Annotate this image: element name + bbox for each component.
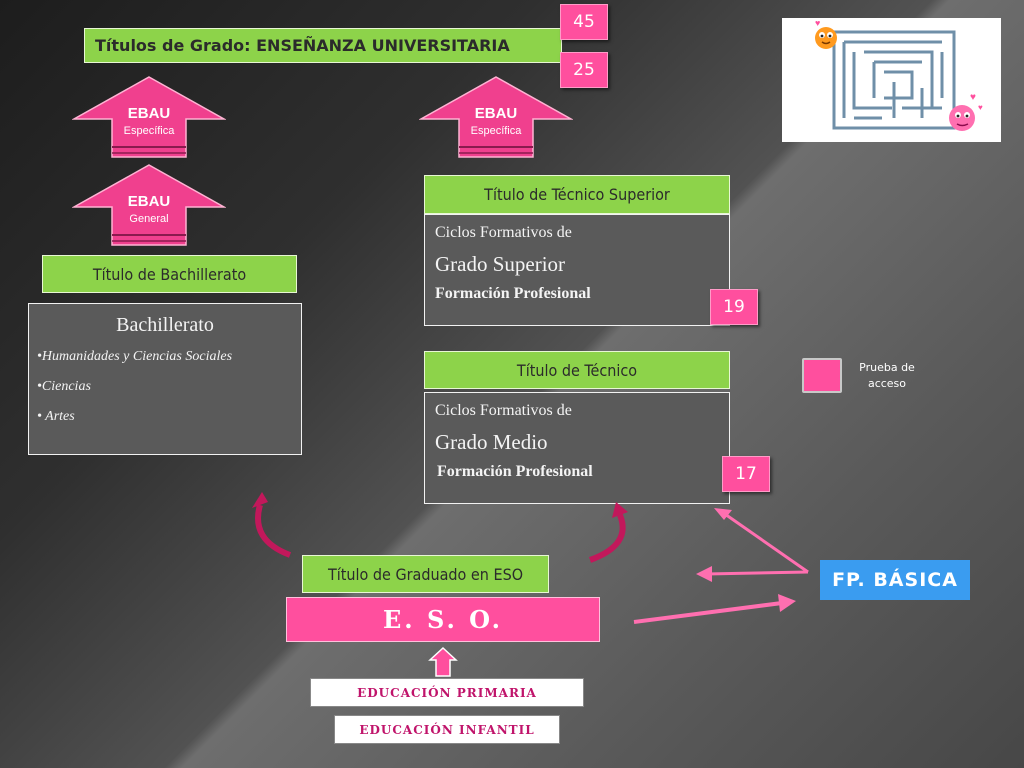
primaria-box: EDUCACIÓN PRIMARIA <box>310 678 584 707</box>
badge-19: 19 <box>710 289 758 325</box>
eso-box: E. S. O. <box>286 597 600 642</box>
curved-arrow-left-head <box>252 492 268 508</box>
eso-to-fp-arrow <box>633 601 783 624</box>
badge-45: 45 <box>560 4 608 40</box>
bachillerato-item-2: •Ciencias <box>37 379 91 394</box>
titulo-bachillerato: Título de Bachillerato <box>42 255 297 293</box>
titulos-grado-label: Títulos de Grado: ENSEÑANZA UNIVERSITARI… <box>95 36 510 55</box>
grado-medio-line1: Ciclos Formativos de <box>435 402 572 419</box>
grado-medio-line2: Grado Medio <box>435 430 548 454</box>
titulo-tecnico-superior: Título de Técnico Superior <box>424 175 730 214</box>
grado-medio-box: Ciclos Formativos de Grado Medio Formaci… <box>424 392 730 504</box>
infantil-box: EDUCACIÓN INFANTIL <box>334 715 560 744</box>
ebau-right-sub: Específica <box>470 125 522 137</box>
bachillerato-item-3: • Artes <box>37 409 75 424</box>
grado-superior-line2: Grado Superior <box>435 252 566 276</box>
eso-label: E. S. O. <box>382 605 504 634</box>
infantil-label: EDUCACIÓN INFANTIL <box>359 722 535 737</box>
grado-medio-line3: Formación Profesional <box>437 463 593 480</box>
ebau-especifica-right-arrow: EBAU Específica <box>418 75 574 161</box>
bachillerato-item-1: •Humanidades y Ciencias Sociales <box>37 349 233 364</box>
curved-arrow-left <box>255 504 292 558</box>
bachillerato-box: Bachillerato •Humanidades y Ciencias Soc… <box>28 303 302 455</box>
fp-basica-label: FP. BÁSICA <box>832 569 958 591</box>
grado-superior-box: Ciclos Formativos de Grado Superior Form… <box>424 214 730 326</box>
up-arrow-primaria <box>428 646 458 677</box>
legend-label-line2: acceso <box>867 377 907 390</box>
svg-text:♥: ♥ <box>815 18 820 28</box>
fp-to-left-arrow <box>705 570 809 576</box>
curved-arrow-right <box>588 513 626 563</box>
ebau-right-title: EBAU <box>474 105 518 122</box>
ebau-especifica-left-arrow: EBAU Específica <box>71 75 227 161</box>
ebau-left-sub: Específica <box>123 125 175 137</box>
svg-text:♥: ♥ <box>978 103 983 112</box>
maze-icon: ♥ ♥ ♥ <box>815 18 983 131</box>
badge-17: 17 <box>722 456 770 492</box>
grado-superior-line1: Ciclos Formativos de <box>435 224 572 241</box>
titulo-graduado-eso: Título de Graduado en ESO <box>302 555 549 593</box>
ebau-left-title: EBAU <box>127 105 171 122</box>
ebau-general-arrow: EBAU General <box>71 163 227 249</box>
maze-image: ♥ ♥ ♥ <box>782 18 1001 142</box>
badge-25: 25 <box>560 52 608 88</box>
ebau-general-title: EBAU <box>127 193 171 210</box>
fp-to-medio-arrow <box>721 510 809 574</box>
grado-superior-line3: Formación Profesional <box>435 285 591 302</box>
legend-label: Prueba de acceso <box>852 360 922 392</box>
bachillerato-heading: Bachillerato <box>116 314 214 336</box>
titulos-grado-bar: Títulos de Grado: ENSEÑANZA UNIVERSITARI… <box>84 28 562 63</box>
fp-basica-box: FP. BÁSICA <box>820 560 970 600</box>
titulo-tecnico: Título de Técnico <box>424 351 730 389</box>
legend-label-line1: Prueba de <box>859 361 915 374</box>
curved-arrow-right-head <box>612 502 628 518</box>
ebau-general-sub: General <box>129 213 169 225</box>
svg-text:♥: ♥ <box>970 92 976 103</box>
legend-swatch <box>802 358 842 393</box>
primaria-label: EDUCACIÓN PRIMARIA <box>357 685 537 700</box>
